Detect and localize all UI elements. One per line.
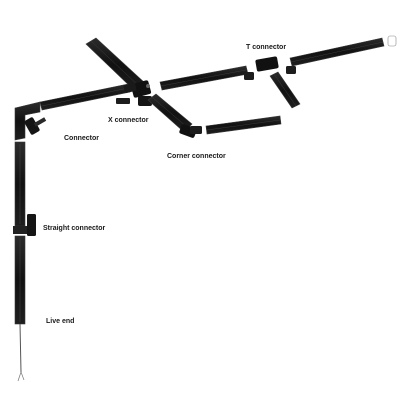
- t-connector-piece: [244, 56, 296, 80]
- t-connector-label: T connector: [246, 44, 287, 51]
- t-stem-track: [269, 71, 301, 109]
- track-lower-diagonal: [147, 93, 193, 133]
- live-end-cable: [17, 323, 25, 382]
- vertical-track-upper: [14, 141, 26, 227]
- x-connector-piece: [116, 80, 152, 106]
- left-connector-piece: [24, 117, 47, 135]
- track-x-to-t: [159, 65, 249, 91]
- corner-connector-piece: [179, 124, 202, 138]
- small-connector-near-x: [123, 83, 137, 93]
- corner-connector-label: Corner connector: [167, 153, 226, 160]
- x-connector-label: X connector: [108, 117, 149, 124]
- connector-label: Connector: [64, 135, 99, 142]
- live-end-label: Live end: [46, 318, 75, 325]
- straight-connector-label: Straight connector: [43, 225, 106, 232]
- end-cap-top-right: [387, 35, 397, 47]
- track-right-of-corner: [205, 115, 282, 135]
- vertical-track-lower: [14, 235, 26, 325]
- track-top-right: [289, 37, 385, 67]
- track-left-to-x: [39, 83, 131, 111]
- straight-connector-piece: [13, 214, 36, 236]
